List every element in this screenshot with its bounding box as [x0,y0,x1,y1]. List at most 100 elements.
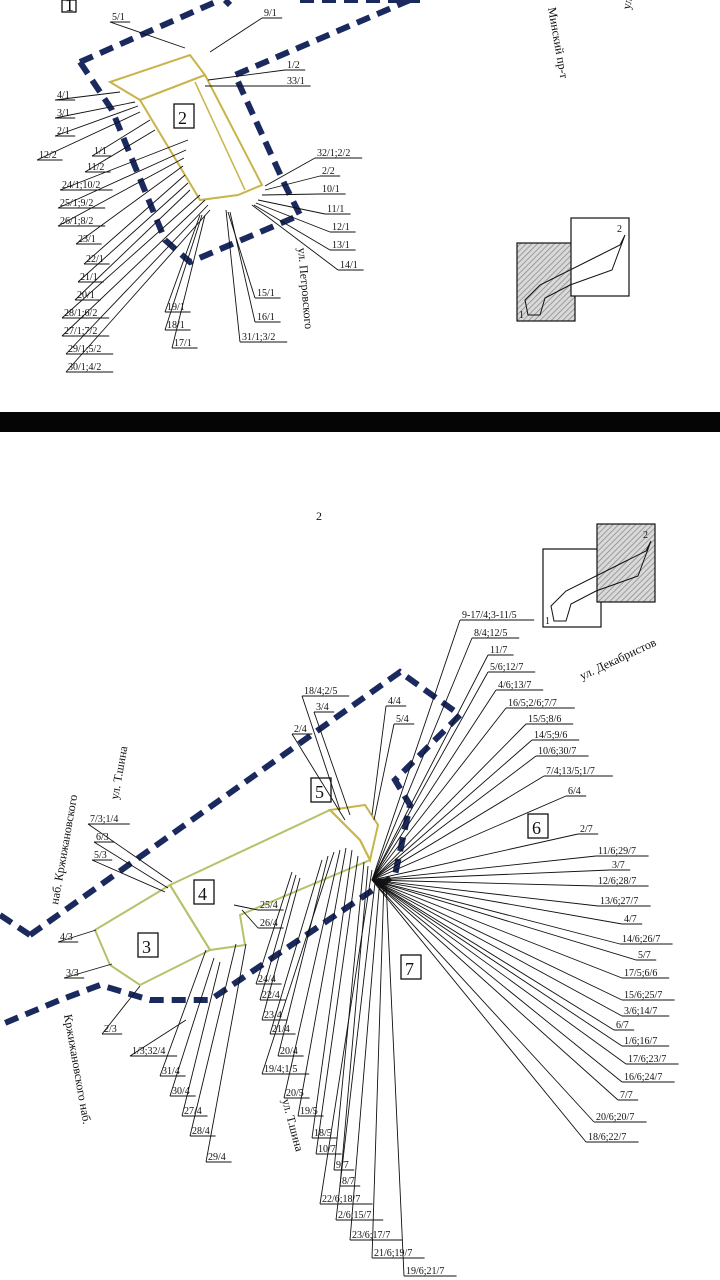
block-1-box [61,0,77,13]
leader-line [57,929,97,943]
leader-line [61,194,201,319]
leader-line [257,199,326,215]
parcel-label: 11/6;29/7 [598,846,636,857]
leader-line [225,209,241,343]
leader-line [371,723,527,881]
parcel-label: 5/3 [94,850,107,861]
leader-line [209,17,263,53]
parcel-label: 20/4 [280,1046,298,1057]
parcel-label: 2/4 [294,724,307,735]
leader-line [371,879,385,1259]
leader-line [261,851,335,1075]
leader-line [371,795,567,881]
street-tshina-1: ул. Т.шина [107,744,130,800]
leader-line [371,739,533,881]
parcel-label: 21/4 [272,1024,290,1035]
parcel-label: 11/2 [87,162,104,173]
parcel-label: 14/1 [340,260,358,271]
parcel-label: 2/6;15/7 [338,1210,371,1221]
leader-line [371,879,623,1017]
leader-line [109,21,186,49]
parcel-label: 26/4 [260,918,278,929]
leader-line [339,865,369,1187]
leader-line [264,175,321,191]
parcel-label: 20/1 [77,290,95,301]
zone-boundary-top [77,0,420,266]
leader-line [301,695,341,811]
leader-line [91,119,151,157]
parcel-label: 15/6;25/7 [624,990,662,1001]
parcel-label: 8/4;12/5 [474,628,507,639]
parcel-label: 26/1;8/2 [60,216,93,227]
parcel-label: 11/1 [327,204,344,215]
parcel-label: 7/7 [620,1090,633,1101]
panel-divider [0,412,720,432]
parcel-label: 28/4 [192,1126,210,1137]
parcel-label: 6/7 [616,1020,629,1031]
parcel-label: 22/6;18/7 [322,1194,360,1205]
leader-line [371,671,489,881]
leader-line [57,157,185,227]
parcel-label: 13/6;27/7 [600,896,638,907]
parcel-label: 10/7 [318,1144,336,1155]
leader-line [264,157,316,187]
street-dekabristov: ул. Декабристов [577,635,658,683]
leader-line [371,879,615,1031]
parcel-label: 3/1 [57,108,70,119]
block-5-box [310,777,332,803]
block-3-label: 3 [142,937,151,957]
leader-line [229,211,256,323]
parcel-label: 24/4 [258,974,276,985]
parcel-label: 7/4;13/5;1/7 [546,766,595,777]
leader-line [205,943,247,1163]
parcel-label: 15/1 [257,288,275,299]
leader-line [36,111,141,161]
leader-line [371,689,497,881]
leader-line [371,879,599,907]
leader-line [181,961,221,1117]
leader-line [74,189,191,301]
block-2-label: 2 [178,108,187,128]
leader-line [255,871,293,985]
parcel-label: 9-17/4;3-11/5 [462,610,517,621]
leader-line [253,204,331,251]
svg-text:2: 2 [643,530,648,541]
leader-line [207,69,286,81]
leader-line [54,91,121,101]
leader-line [291,733,346,821]
leader-line [57,149,187,209]
parcel-label: 10/1 [322,184,340,195]
parcel-label: 12/1 [332,222,350,233]
parcel-label: 21/1 [80,272,98,283]
parcel-label: 29/4 [208,1152,226,1163]
leader-line [189,943,237,1137]
leader-line [164,214,201,313]
parcel-label: 28/1;6/2 [64,308,97,319]
block-7-label: 7 [405,959,414,979]
parcel-label: 9/1 [264,8,277,19]
parcel-label: 17/5;6/6 [624,968,657,979]
leader-line [371,707,507,881]
svg-text:2: 2 [617,224,622,235]
parcel-5 [327,803,380,863]
leader-line [371,879,637,961]
leader-line [371,879,587,1143]
parcel-label: 4/3 [60,932,73,943]
parcel-label: 4/7 [624,914,637,925]
leader-line [349,877,381,1241]
parcel-label: 18/1 [167,320,185,331]
leader-line [65,209,211,373]
leader-line [371,879,619,1101]
parcel-label: 2/2 [322,166,335,177]
parcel-label: 3/4 [316,702,329,713]
leader-line [91,859,166,893]
leader-line [261,193,321,196]
leader-line [371,879,623,1001]
panel-top: 1 2 Минский пр-т ул. Куп ул. Петровского… [36,0,639,373]
parcel-label: 1/3;32/4 [132,1046,165,1057]
minimap-top: 2 1 [516,217,630,322]
parcel-label: 17/6;23/7 [628,1054,666,1065]
leader-line [269,859,323,1035]
parcel-label: 1/2 [287,60,300,71]
parcel-label: 22/4 [262,990,280,1001]
